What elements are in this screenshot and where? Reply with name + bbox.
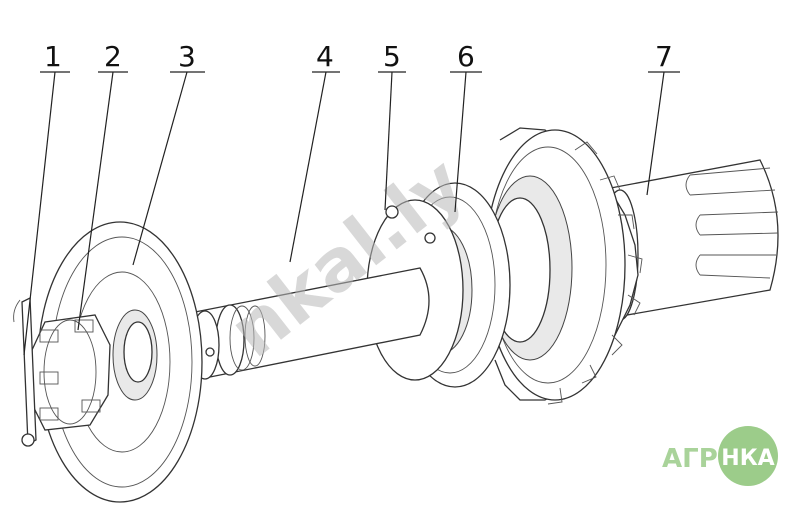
callout-6: 6: [457, 40, 475, 73]
agronka-logo: АГРО НКА: [662, 426, 778, 486]
part-1-cotter-pin: [13, 296, 37, 447]
leader-lines: [23, 71, 680, 356]
callout-5: 5: [383, 40, 401, 73]
part-3-disc: [37, 221, 203, 503]
logo-badge-circle: [718, 426, 778, 486]
callout-2: 2: [104, 40, 122, 73]
callout-3: 3: [178, 40, 196, 73]
callout-4: 4: [316, 40, 334, 73]
part-6-gear: [484, 127, 643, 405]
part-2-castle-nut: [29, 314, 111, 431]
logo-badge-text: НКА: [721, 446, 774, 471]
callout-7: 7: [655, 40, 673, 73]
callout-1: 1: [44, 40, 62, 73]
